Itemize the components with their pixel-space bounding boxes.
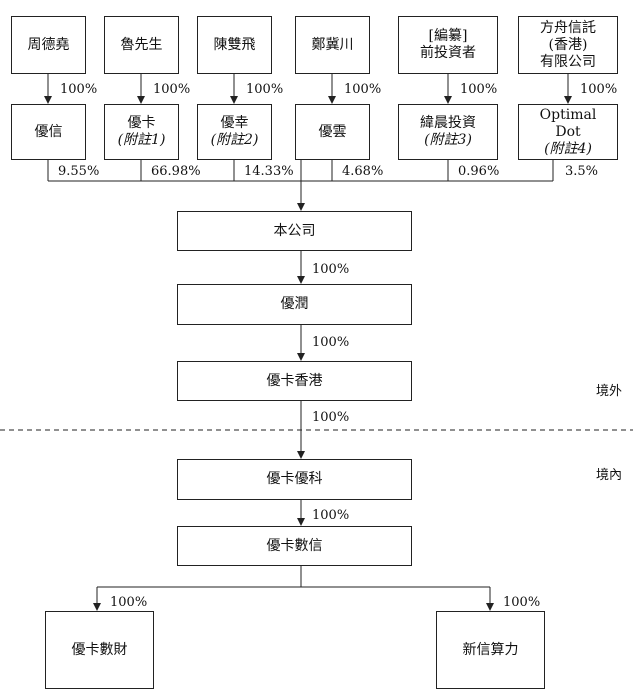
holding-youka-name: 優卡 (127, 115, 156, 131)
shareholder-zheng-jichuan: 鄭冀川 (295, 16, 370, 74)
holding-youxing-name: 優幸 (220, 115, 249, 131)
stake-label-youka: 66.98% (151, 164, 201, 179)
shareholder-trust-line2: (香港) (548, 36, 588, 53)
entity-youka-shuxin: 優卡數信 (177, 526, 412, 566)
holding-optimal-dot-line2: Dot (555, 123, 581, 140)
pct-label-xinxin-suanli: 100% (503, 595, 541, 610)
shareholder-chen-shuangfei: 陳雙飛 (197, 16, 272, 74)
pct-label-youka-shuxin: 100% (312, 508, 350, 523)
holding-weichen-note: (附註3) (424, 132, 472, 148)
entity-youka-shucai: 優卡數財 (45, 611, 154, 689)
holding-youka: 優卡 (附註1) (104, 104, 179, 160)
pct-label-youka-youke: 100% (312, 410, 350, 425)
pct-label-youka-shucai: 100% (110, 595, 148, 610)
entity-xinxin-suanli-name: 新信算力 (462, 641, 519, 658)
pct-label-youka-hk: 100% (312, 335, 350, 350)
stake-label-optimal-dot: 3.5% (565, 164, 599, 179)
shareholder-chen-shuangfei-name: 陳雙飛 (213, 36, 256, 53)
shareholder-trust-line3: 有限公司 (540, 53, 596, 70)
stake-label-youxing: 14.33% (244, 164, 294, 179)
pct-label-s3: 100% (246, 82, 284, 97)
holding-weichen-name: 緯晨投資 (420, 115, 476, 131)
pct-label-s6: 100% (580, 82, 618, 97)
entity-youka-hk-name: 優卡香港 (266, 372, 323, 389)
shareholder-pre-investors: [編纂] 前投資者 (398, 16, 498, 74)
entity-youren: 優潤 (177, 284, 412, 325)
shareholder-zheng-jichuan-name: 鄭冀川 (311, 36, 354, 53)
holding-optimal-dot-note: (附註4) (544, 140, 592, 157)
holding-youyun: 優雲 (295, 104, 370, 160)
holding-youxin: 優信 (11, 104, 86, 160)
pct-label-s4: 100% (344, 82, 382, 97)
stake-label-youyun: 4.68% (342, 164, 384, 179)
holding-weichen: 緯晨投資 (附註3) (398, 104, 498, 160)
pct-label-s1: 100% (60, 82, 98, 97)
region-label-onshore: 境內 (596, 468, 623, 483)
entity-youka-youke-name: 優卡優科 (266, 471, 323, 487)
entity-company: 本公司 (177, 211, 412, 251)
shareholder-pre-investors-line1: [編纂] (428, 28, 468, 44)
shareholder-mr-lu-name: 魯先生 (120, 36, 163, 53)
entity-company-name: 本公司 (273, 222, 316, 239)
entity-youka-hk: 優卡香港 (177, 361, 412, 401)
holding-youyun-name: 優雲 (318, 123, 347, 140)
stake-label-youxin: 9.55% (58, 164, 100, 179)
holding-youka-note: (附註1) (117, 132, 166, 148)
shareholder-mr-lu: 魯先生 (104, 16, 179, 74)
pct-label-s2: 100% (153, 82, 191, 97)
holding-optimal-dot: Optimal Dot (附註4) (518, 104, 618, 160)
shareholder-zhou-deyao-name: 周德堯 (27, 36, 70, 53)
entity-youka-shucai-name: 優卡數財 (71, 641, 128, 658)
pct-label-youren: 100% (312, 262, 350, 277)
entity-youka-youke: 優卡優科 (177, 459, 412, 500)
holding-youxing-note: (附註2) (210, 132, 259, 148)
entity-youka-shuxin-name: 優卡數信 (266, 537, 323, 554)
region-label-offshore: 境外 (596, 384, 623, 399)
entity-youren-name: 優潤 (280, 296, 309, 312)
entity-xinxin-suanli: 新信算力 (436, 611, 545, 689)
shareholder-trust-line1: 方舟信託 (540, 19, 596, 36)
shareholder-zhou-deyao: 周德堯 (11, 16, 86, 74)
pct-label-s5: 100% (460, 82, 498, 97)
stake-label-weichen: 0.96% (458, 164, 500, 179)
holding-youxin-name: 優信 (34, 123, 63, 140)
holding-youxing: 優幸 (附註2) (197, 104, 272, 160)
shareholder-pre-investors-line2: 前投資者 (420, 45, 476, 61)
shareholder-trust: 方舟信託 (香港) 有限公司 (518, 16, 618, 74)
holding-optimal-dot-line1: Optimal (539, 106, 597, 123)
